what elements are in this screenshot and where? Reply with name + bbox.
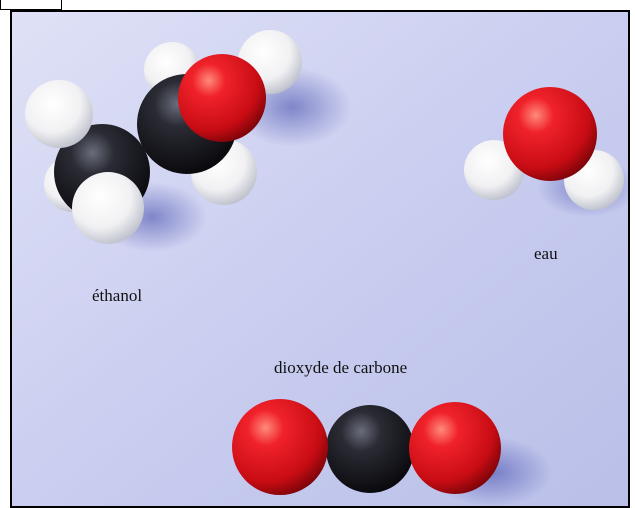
oxygen-atom — [409, 402, 501, 494]
water-label: eau — [534, 244, 558, 263]
oxygen-atom — [503, 87, 597, 181]
co2-model — [232, 399, 501, 495]
water-model — [464, 87, 624, 210]
oxygen-atom — [178, 54, 266, 142]
ethanol-model — [25, 30, 302, 244]
hydrogen-atom — [72, 172, 144, 244]
hydrogen-atom — [25, 80, 93, 148]
photo-frame: éthanol eau dioxyde de carbone — [10, 10, 630, 508]
oxygen-atom — [232, 399, 328, 495]
molecule-models-photo — [12, 12, 628, 506]
carbon-atom — [326, 405, 414, 493]
co2-label: dioxyde de carbone — [274, 358, 408, 377]
frame-tab — [0, 0, 62, 10]
ethanol-label: éthanol — [92, 286, 143, 305]
